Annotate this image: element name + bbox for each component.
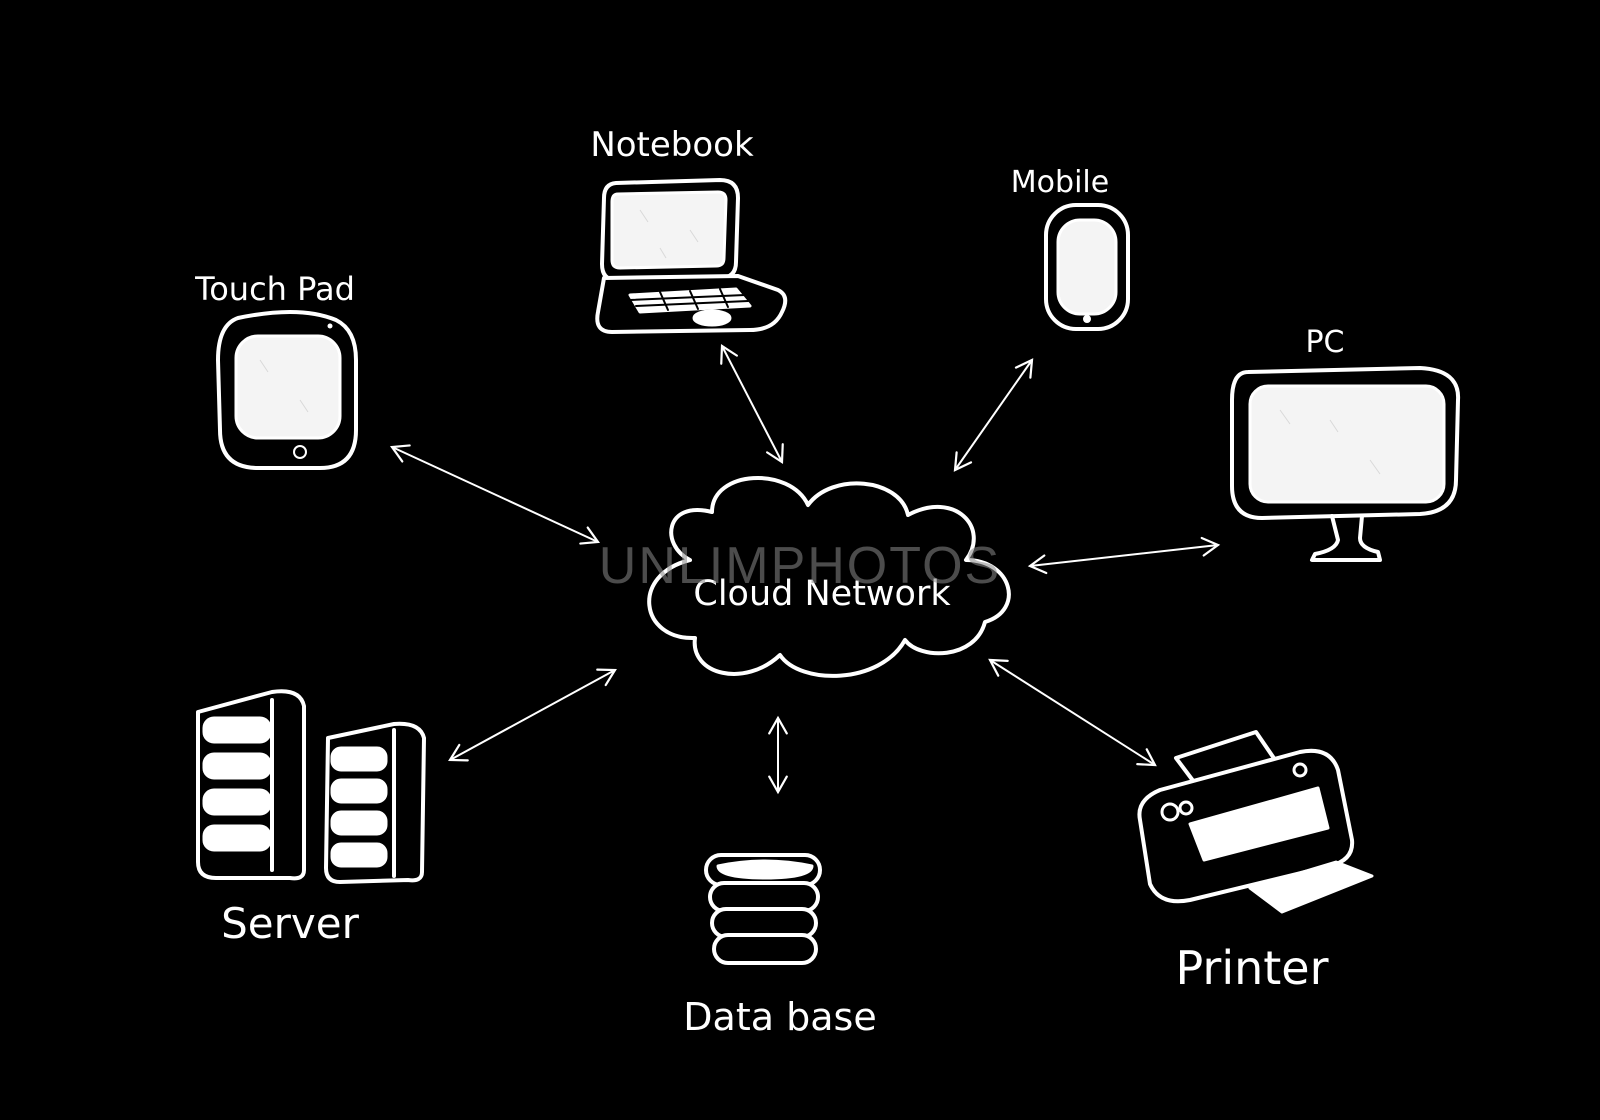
cloud-network-label: Cloud Network — [693, 574, 951, 614]
arrow-server — [448, 668, 617, 762]
printer-icon — [1137, 730, 1374, 914]
arrow-pc — [1027, 536, 1221, 575]
server-label: Server — [221, 899, 359, 948]
server-node: Server — [196, 689, 426, 948]
pc-node: PC — [1230, 325, 1461, 562]
touchpad-label: Touch Pad — [194, 270, 355, 308]
notebook-label: Notebook — [590, 125, 754, 165]
arrow-printer — [988, 658, 1157, 767]
printer-node: Printer — [1137, 730, 1374, 995]
server-icon — [196, 689, 426, 884]
notebook-node: Notebook — [590, 125, 788, 334]
laptop-icon — [595, 178, 788, 334]
database-node: Data base — [683, 853, 877, 1039]
pc-label: PC — [1305, 325, 1344, 360]
mobile-node: Mobile — [1011, 165, 1130, 331]
cloud-icon — [647, 475, 1011, 678]
arrow-mobile — [953, 358, 1034, 472]
database-icon — [704, 853, 822, 965]
printer-label: Printer — [1175, 941, 1328, 995]
arrow-touchpad — [389, 444, 601, 545]
mobile-phone-icon — [1044, 203, 1130, 331]
mobile-label: Mobile — [1011, 165, 1109, 200]
database-label: Data base — [683, 995, 876, 1039]
monitor-icon — [1230, 366, 1461, 562]
connection-arrows — [389, 344, 1221, 795]
watermark-text: UNLIMPHOTOS — [599, 537, 1001, 595]
arrow-notebook — [720, 344, 784, 464]
touchpad-node: Touch Pad — [194, 270, 358, 470]
cloud-network-node: Cloud Network — [647, 475, 1011, 678]
tablet-icon — [216, 309, 358, 470]
